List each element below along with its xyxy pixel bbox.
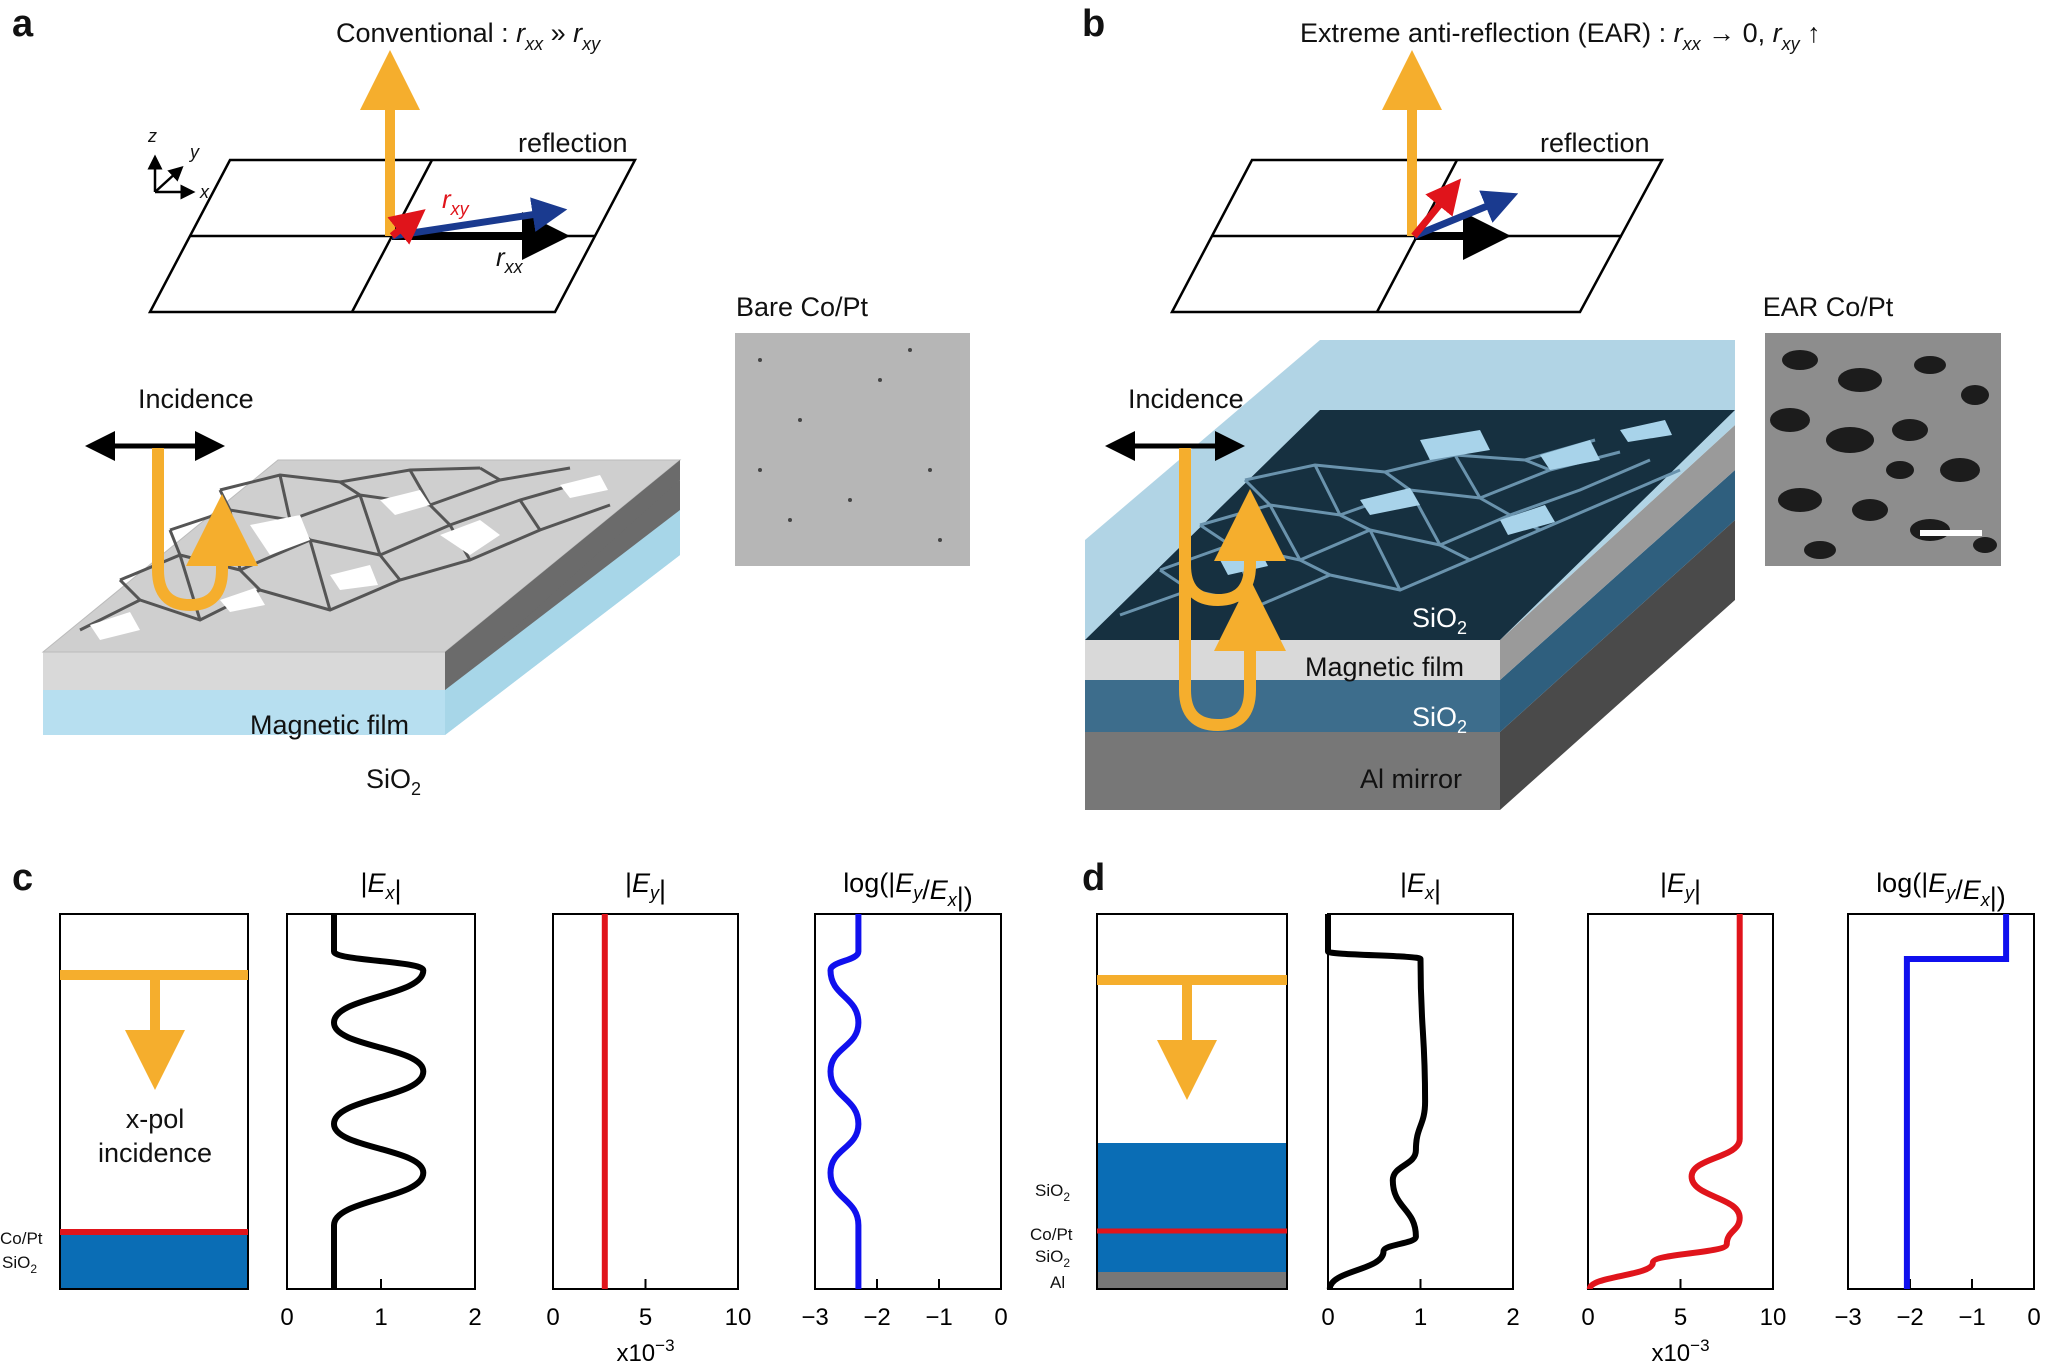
rxy-arrow-a [387, 209, 426, 245]
panel-a: a Conventional : rxx » rxy reflection z … [12, 3, 682, 799]
photo-bare-copt: Bare Co/Pt [735, 292, 970, 566]
reflection-label-a: reflection [518, 128, 628, 158]
x-tick-label: 1 [374, 1304, 387, 1331]
plot-frame [1587, 913, 1774, 1290]
axes-icon [147, 154, 196, 200]
x-tick-label: 0 [2027, 1304, 2040, 1331]
plot-title: log(|Ey/Ex|) [1876, 868, 2006, 912]
incidence-label-a: Incidence [138, 384, 254, 414]
panel-b: b Extreme anti-reflection (EAR) : rxx → … [1082, 3, 1821, 810]
x-tick-label: 2 [468, 1304, 481, 1331]
x-tick-label: −3 [1834, 1304, 1861, 1331]
plot-frame [286, 913, 476, 1290]
incident-beam-a [152, 448, 258, 612]
x-tick-label: −1 [925, 1304, 952, 1331]
rxx-label-a: rxx [496, 242, 524, 277]
series-line [1325, 914, 1429, 1290]
panel-label-c: c [12, 857, 33, 899]
x-tick-label: 5 [639, 1304, 652, 1331]
layer-label-sio2-b: SiO2 [1412, 702, 1467, 737]
plot-c-1: |Ex| 0 1 2 [280, 868, 481, 1331]
x-axis-label: x10−3 [616, 1336, 674, 1366]
layer-label-sio2b-d: SiO2 [1035, 1247, 1070, 1270]
series-line [827, 914, 862, 1290]
plot-title: |Ex| [360, 868, 401, 905]
photo-title-b: EAR Co/Pt [1763, 292, 1894, 322]
sio2-layer-d [1098, 1143, 1286, 1272]
layer-label-copt-d: Co/Pt [1030, 1225, 1073, 1244]
layer-label-al-d: Al [1050, 1273, 1065, 1292]
series-line [330, 914, 427, 1289]
structure-c [59, 913, 249, 1290]
panel-label-d: d [1082, 857, 1105, 899]
incidence-label-b: Incidence [1128, 384, 1244, 414]
plot-title: log(|Ey/Ex|) [843, 868, 973, 912]
x-tick-label: 0 [994, 1304, 1007, 1331]
layer-label-copt-c: Co/Pt [0, 1229, 43, 1248]
panel-c: c x-pol incidence Co/Pt SiO2 [0, 857, 249, 1290]
plot-c-3: log(|Ey/Ex|) −3 −2 −1 0 [801, 868, 1007, 1331]
layer-label-sio2-a: SiO2 [366, 764, 421, 799]
layer-label-film-b: Magnetic film [1305, 652, 1464, 682]
layer-label-sio2-c: SiO2 [2, 1253, 37, 1276]
reflection-label-b: reflection [1540, 128, 1650, 158]
axis-y-label: y [188, 142, 200, 162]
plot-d-1: |Ex| 0 1 2 [1321, 868, 1519, 1331]
x-tick-label: 0 [280, 1304, 293, 1331]
sio2-layer-c [61, 1235, 247, 1288]
incident-beam-b2 [1179, 565, 1286, 732]
plot-title: |Ey| [625, 868, 666, 905]
x-tick-label: 10 [725, 1304, 752, 1331]
layer-label-film-a: Magnetic film [250, 710, 409, 740]
sample-slab-a [41, 459, 682, 735]
x-tick-label: 5 [1674, 1304, 1687, 1331]
x-tick-label: 2 [1506, 1304, 1519, 1331]
plot-c-2: |Ey| 0 5 10 x10−3 [546, 868, 751, 1366]
series-line [1903, 913, 2010, 1289]
panel-label-b: b [1082, 3, 1105, 45]
panel-d: d SiO2 Co/Pt SiO2 Al [1030, 857, 1288, 1292]
x-tick-label: 1 [1414, 1304, 1427, 1331]
plot-frame [1847, 913, 2035, 1290]
x-tick-label: 0 [546, 1304, 559, 1331]
panel-a-title: Conventional : rxx » rxy [336, 18, 601, 54]
plot-title: |Ey| [1660, 868, 1701, 905]
x-tick-label: 0 [1321, 1304, 1334, 1331]
layer-label-sio2-top-b: SiO2 [1412, 603, 1467, 638]
rxy-arrow-b [1411, 178, 1462, 239]
axis-z-label: z [147, 126, 157, 146]
axis-x-label: x [199, 182, 210, 202]
layer-label-sio2-d: SiO2 [1035, 1181, 1070, 1204]
x-tick-label: −3 [801, 1304, 828, 1331]
x-tick-label: 10 [1760, 1304, 1787, 1331]
plot-d-3: log(|Ey/Ex|) −3 −2 −1 0 [1834, 868, 2040, 1331]
pol-label-c1: x-pol [126, 1104, 185, 1134]
total-arrow-b [1412, 190, 1519, 240]
photo-ear-copt: EAR Co/Pt [1763, 292, 2001, 566]
x-tick-label: −2 [863, 1304, 890, 1331]
plot-frame [552, 913, 739, 1290]
x-tick-label: −2 [1896, 1304, 1923, 1331]
al-layer-d [1098, 1272, 1286, 1288]
plot-frame [814, 913, 1002, 1290]
series-line [1586, 913, 1743, 1291]
x-tick-label: −1 [1958, 1304, 1985, 1331]
plot-d-2: |Ey| 0 5 10 x10−3 [1581, 868, 1786, 1366]
photo-title-a: Bare Co/Pt [736, 292, 869, 322]
panel-label-a: a [12, 3, 34, 45]
plot-title: |Ex| [1400, 868, 1441, 905]
structure-d [1096, 913, 1288, 1290]
x-axis-label: x10−3 [1651, 1336, 1709, 1366]
pol-label-c2: incidence [98, 1138, 212, 1168]
scale-bar [1920, 530, 1982, 536]
x-tick-label: 0 [1581, 1304, 1594, 1331]
panel-b-title: Extreme anti-reflection (EAR) : rxx → 0,… [1300, 18, 1821, 54]
rxy-label-a: rxy [442, 184, 470, 219]
layer-label-mirror-b: Al mirror [1360, 764, 1462, 794]
